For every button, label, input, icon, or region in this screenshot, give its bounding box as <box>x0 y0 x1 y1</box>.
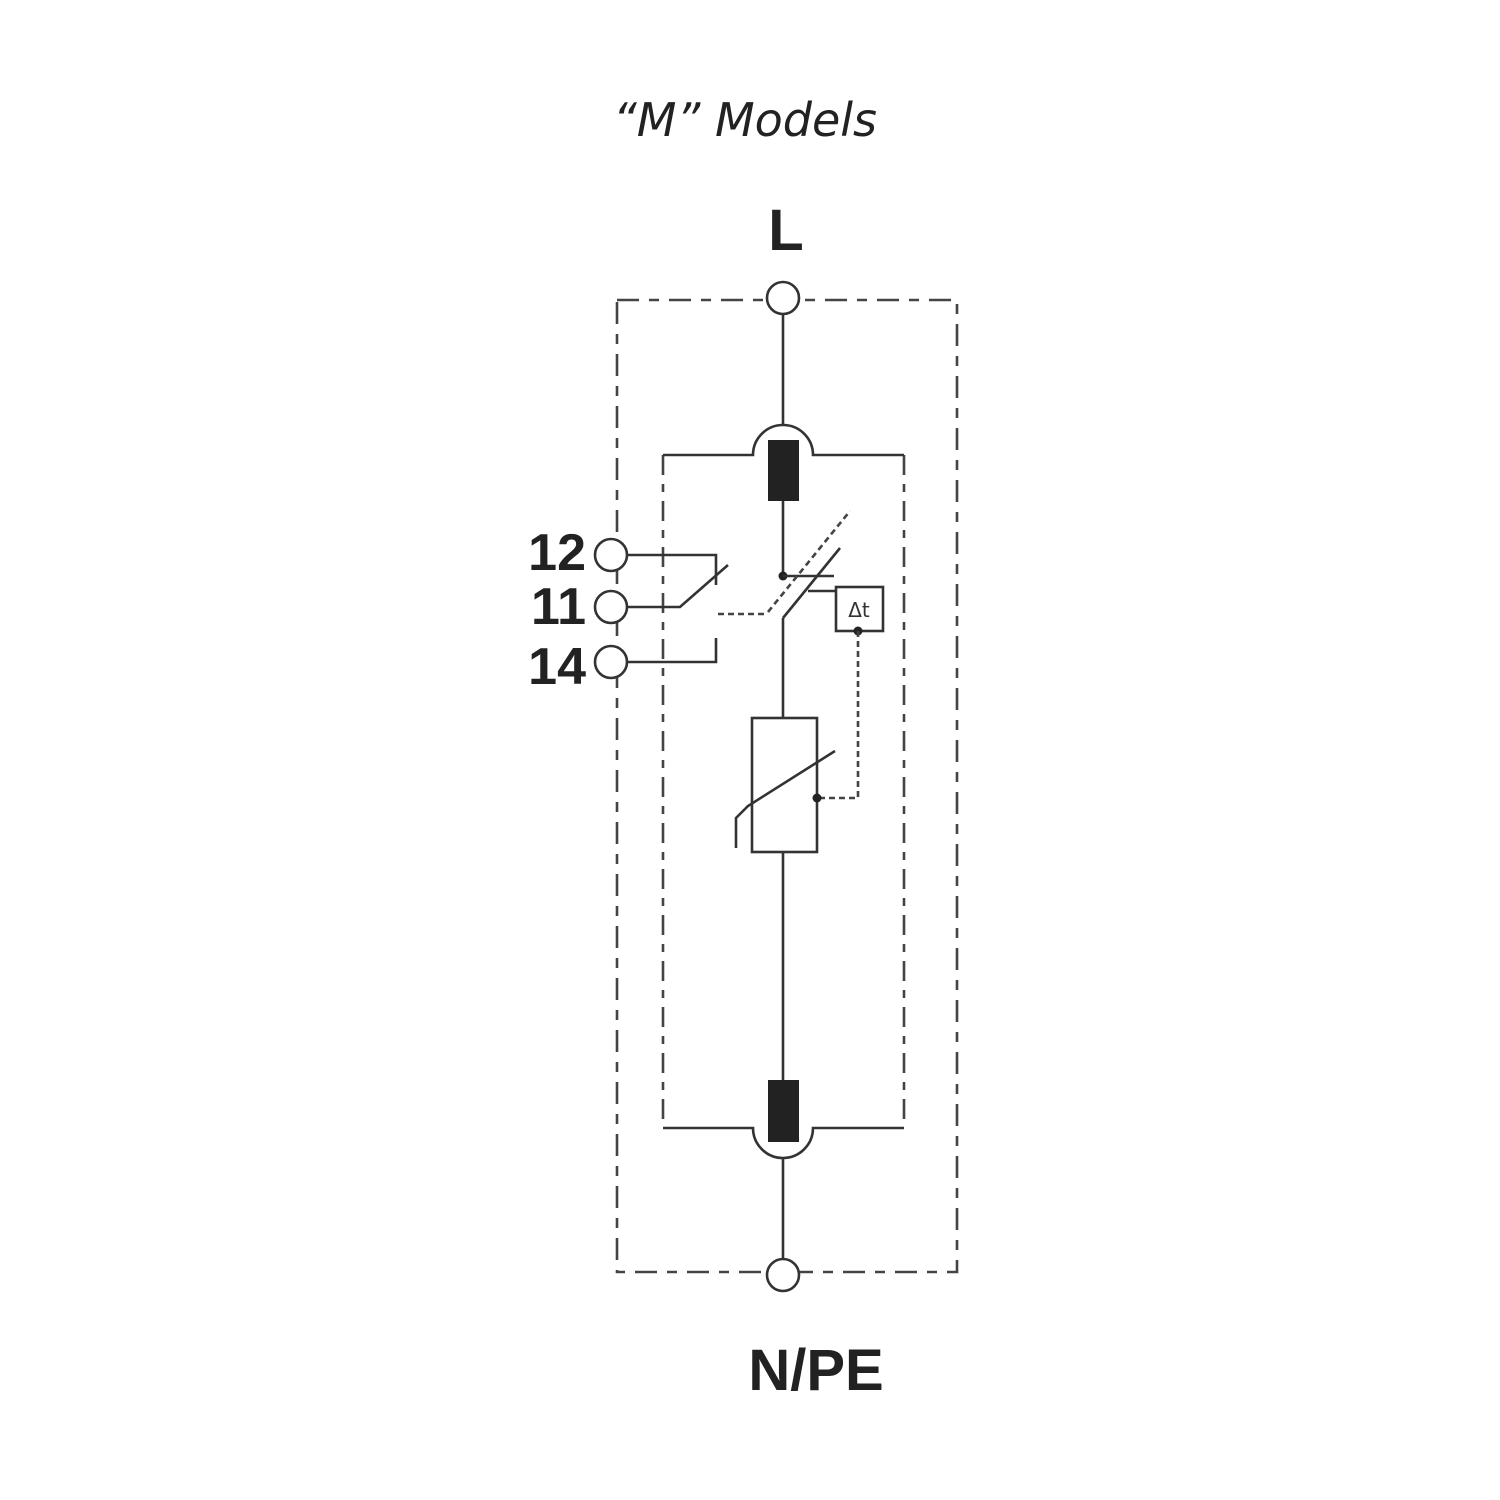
contact-11-wire <box>628 564 729 609</box>
bottom-bus <box>663 1126 904 1160</box>
terminal-11 <box>593 589 629 625</box>
neutral-pe-label: N/PE <box>748 1338 883 1403</box>
neutral-pe-terminal <box>765 1257 801 1293</box>
terminal-12 <box>593 537 629 573</box>
contact-12-wire <box>628 553 718 585</box>
top-bus <box>663 423 904 457</box>
varistor-characteristic <box>734 749 836 848</box>
pin-label-11: 11 <box>531 578 586 636</box>
line-terminal-label: L <box>768 198 803 263</box>
pin-label-12: 12 <box>528 524 586 582</box>
terminal-14 <box>593 644 629 680</box>
spark-gap-bottom-icon <box>768 1080 799 1142</box>
thermal-coupling <box>818 631 860 800</box>
varistor-icon <box>750 716 819 854</box>
switch-mechanical-link <box>766 510 852 613</box>
line-terminal <box>765 280 801 316</box>
diagram-title: “M” Models <box>613 93 877 147</box>
thermal-sensor-label: Δt <box>848 598 870 622</box>
pin-label-14: 14 <box>528 638 586 696</box>
spark-gap-top-icon <box>768 440 799 501</box>
contact-14-wire <box>628 638 718 664</box>
disconnect-switch-blade <box>781 547 842 619</box>
